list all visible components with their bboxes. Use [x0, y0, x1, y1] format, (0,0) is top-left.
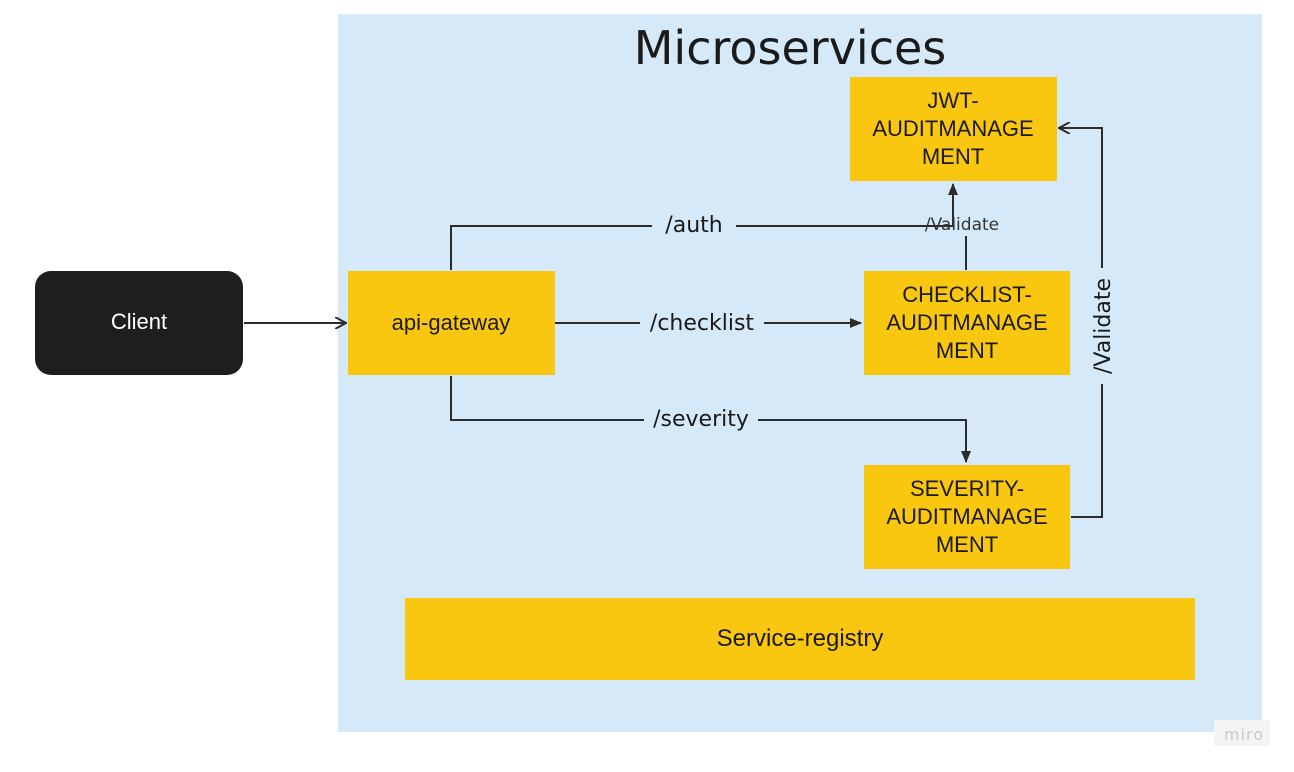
- checklist-label-line-1: CHECKLIST-: [902, 282, 1032, 307]
- label-validate-checklist: /Validate: [925, 215, 999, 235]
- label-severity: /severity: [653, 407, 749, 432]
- microservices-title: Microservices: [634, 21, 947, 75]
- jwt-auditmanagement-node[interactable]: JWT- AUDITMANAGE MENT: [850, 77, 1057, 181]
- severity-auditmanagement-node[interactable]: SEVERITY- AUDITMANAGE MENT: [864, 465, 1070, 569]
- watermark-text: miro: [1224, 725, 1264, 744]
- checklist-auditmanagement-node[interactable]: CHECKLIST- AUDITMANAGE MENT: [864, 271, 1070, 375]
- service-registry-node[interactable]: Service-registry: [405, 598, 1195, 680]
- edge-labels: /auth /checklist /severity /Validate /Va…: [640, 210, 1118, 434]
- client-node[interactable]: Client: [35, 271, 243, 375]
- client-label: Client: [111, 309, 167, 334]
- label-validate-severity: /Validate: [1091, 278, 1116, 374]
- service-registry-label: Service-registry: [717, 625, 884, 652]
- jwt-label-line-1: JWT-: [927, 88, 978, 113]
- jwt-label-line-2: AUDITMANAGE: [872, 116, 1033, 141]
- label-auth: /auth: [665, 213, 722, 238]
- api-gateway-label: api-gateway: [392, 310, 511, 335]
- checklist-label-line-2: AUDITMANAGE: [886, 310, 1047, 335]
- api-gateway-node[interactable]: api-gateway: [348, 271, 555, 375]
- severity-label-line-2: AUDITMANAGE: [886, 504, 1047, 529]
- jwt-label-line-3: MENT: [922, 144, 984, 169]
- miro-watermark: miro: [1214, 720, 1270, 746]
- checklist-label-line-3: MENT: [936, 338, 998, 363]
- label-checklist: /checklist: [650, 311, 755, 336]
- severity-label-line-1: SEVERITY-: [910, 476, 1024, 501]
- severity-label-line-3: MENT: [936, 532, 998, 557]
